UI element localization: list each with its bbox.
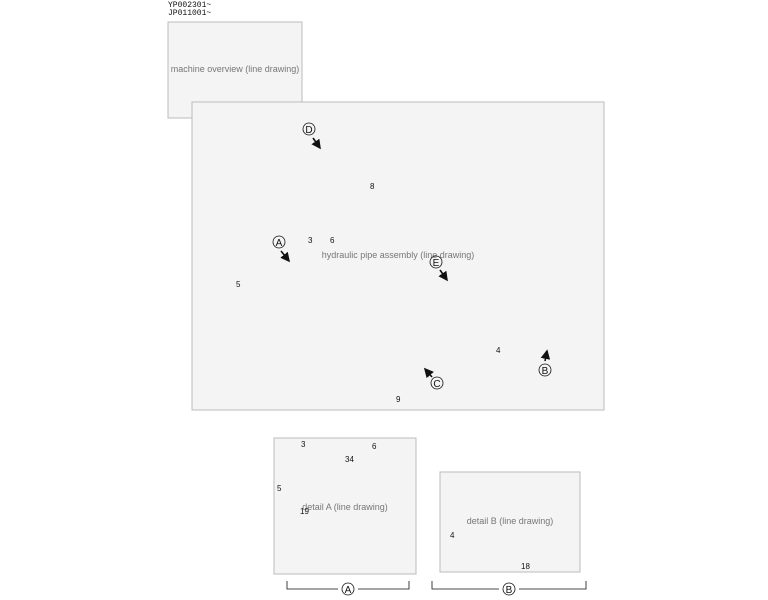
location-overview-caption: machine overview (line drawing) [171, 64, 300, 74]
main-assembly-caption: hydraulic pipe assembly (line drawing) [322, 250, 475, 260]
view-legend-a: A [286, 581, 410, 596]
callout-9: 9 [396, 395, 401, 404]
view-letter-c: C [433, 379, 440, 390]
detail-b-placeholder: detail B (line drawing) [439, 471, 581, 573]
callout-detail-4: 4 [450, 531, 455, 540]
callout-detail-34: 34 [345, 455, 354, 464]
view-letter-d: D [305, 125, 312, 136]
view-marker-a: A [272, 235, 290, 263]
callout-6: 6 [330, 236, 335, 245]
detail-a-caption: detail A (line drawing) [302, 502, 388, 512]
view-legend-a-letter: A [345, 585, 352, 596]
view-marker-e: E [429, 255, 448, 282]
view-marker-c: C [423, 367, 444, 390]
callout-8: 8 [370, 182, 375, 191]
callout-detail-19: 19 [300, 507, 309, 516]
callout-3: 3 [308, 236, 313, 245]
main-assembly-placeholder: hydraulic pipe assembly (line drawing) [191, 101, 605, 411]
serial-range-2: JP011001~ [168, 9, 212, 18]
detail-b-caption: detail B (line drawing) [467, 516, 554, 526]
view-marker-b: B [538, 349, 552, 377]
view-letter-e: E [433, 258, 440, 269]
callout-detail-5: 5 [277, 484, 282, 493]
view-legend-b-letter: B [506, 585, 513, 596]
callout-detail-3: 3 [301, 440, 306, 449]
detail-a-placeholder: detail A (line drawing) [273, 437, 417, 575]
callout-5: 5 [236, 280, 241, 289]
view-letter-a: A [276, 238, 283, 249]
view-legend-b: B [431, 581, 587, 596]
serial-range-1: YP002301~ [168, 1, 212, 10]
view-letter-b: B [542, 366, 549, 377]
view-marker-d: D [302, 122, 321, 150]
callout-detail-18: 18 [521, 562, 530, 571]
callout-detail-6: 6 [372, 442, 377, 451]
callout-4: 4 [496, 346, 501, 355]
